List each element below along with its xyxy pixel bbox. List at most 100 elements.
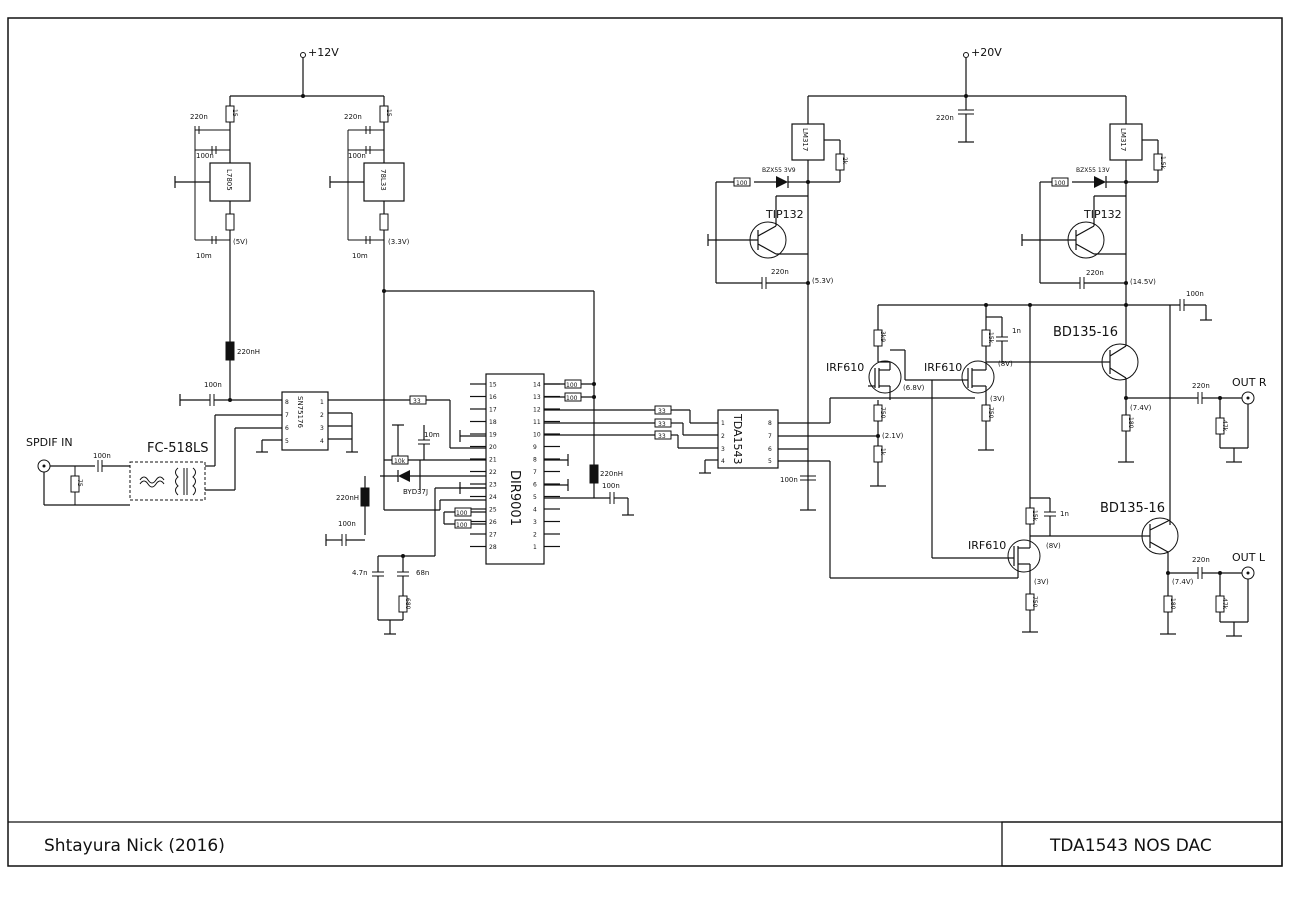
svg-text:8: 8: [768, 420, 772, 427]
svg-text:100: 100: [456, 510, 468, 517]
svg-text:1n: 1n: [1060, 510, 1069, 518]
svg-text:5: 5: [285, 438, 289, 445]
svg-text:750: 750: [987, 407, 994, 419]
svg-text:10m: 10m: [196, 252, 212, 260]
inductor-220nh-a: [225, 341, 235, 361]
svg-text:100n: 100n: [204, 381, 222, 389]
svg-text:15: 15: [231, 109, 238, 117]
svg-text:100: 100: [1054, 180, 1066, 187]
tda1543-label: TDA1543: [731, 413, 744, 465]
svg-text:1.5k: 1.5k: [1159, 156, 1166, 170]
svg-text:47k: 47k: [1221, 598, 1228, 610]
dir9001-pin-number: 6: [533, 482, 537, 489]
transformer-label: FC-518LS: [147, 441, 209, 456]
svg-text:8: 8: [285, 399, 289, 406]
rail-20v-terminal: [963, 52, 969, 58]
svg-text:(2.1V): (2.1V): [882, 432, 904, 440]
svg-text:220n: 220n: [1192, 556, 1210, 564]
dir9001-label: DIR9001: [507, 470, 522, 526]
svg-text:(6.8V): (6.8V): [903, 384, 925, 392]
dir9001-pin-number: 28: [489, 544, 497, 551]
irf610-c-label: IRF610: [968, 539, 1006, 552]
svg-text:220nH: 220nH: [600, 470, 623, 478]
svg-text:7: 7: [768, 433, 772, 440]
dir9001-pin-number: 16: [489, 394, 497, 401]
svg-text:33: 33: [658, 408, 666, 415]
l7805-regulator: [209, 162, 251, 202]
svg-text:6: 6: [768, 446, 772, 453]
78l33-label: 78L33: [379, 169, 387, 191]
dir9001-pin-number: 9: [533, 444, 537, 451]
svg-text:100n: 100n: [196, 152, 214, 160]
author-label: Shtayura Nick (2016): [44, 836, 225, 856]
irf610-b-label: IRF610: [924, 361, 962, 374]
svg-text:100n: 100n: [1186, 290, 1204, 298]
svg-text:2k: 2k: [841, 157, 848, 165]
svg-text:100n: 100n: [780, 476, 798, 484]
title-block: [1001, 821, 1283, 867]
dir9001-pin-number: 2: [533, 532, 537, 539]
svg-text:220n: 220n: [1192, 382, 1210, 390]
svg-text:750: 750: [1031, 596, 1038, 608]
c220n-label-a: 220n: [190, 113, 208, 121]
dir9001-pin-number: 22: [489, 469, 497, 476]
svg-text:(3V): (3V): [990, 395, 1005, 403]
svg-text:(3V): (3V): [1034, 578, 1049, 586]
dir9001-pin-number: 24: [489, 494, 497, 501]
svg-text:(7.4V): (7.4V): [1172, 578, 1194, 586]
l7805-label: L7805: [225, 169, 233, 191]
tip132-a-label: TIP132: [765, 208, 804, 221]
inductor-220nh-c: [589, 464, 599, 484]
svg-text:(5V): (5V): [233, 238, 248, 246]
svg-text:4: 4: [721, 458, 725, 465]
sn75176-ic: [281, 391, 329, 451]
svg-text:100n: 100n: [93, 452, 111, 460]
dir9001-pin-number: 27: [489, 532, 497, 539]
svg-text:6: 6: [285, 425, 289, 432]
svg-text:15k: 15k: [987, 332, 994, 344]
fc518ls-transformer: [129, 461, 206, 501]
svg-text:220n: 220n: [1086, 269, 1104, 277]
rail-12v-terminal: [300, 52, 306, 58]
svg-text:(7.4V): (7.4V): [1130, 404, 1152, 412]
svg-text:220nH: 220nH: [237, 348, 260, 356]
svg-text:220n: 220n: [344, 113, 362, 121]
svg-text:3: 3: [320, 425, 324, 432]
svg-text:1: 1: [320, 399, 324, 406]
title-label: TDA1543 NOS DAC: [1049, 836, 1212, 856]
svg-text:10m: 10m: [352, 252, 368, 260]
svg-text:750: 750: [879, 407, 886, 419]
dir9001-pin-number: 7: [533, 469, 537, 476]
dir9001-pin-number: 18: [489, 419, 497, 426]
dir9001-pin-number: 17: [489, 407, 497, 414]
svg-text:180: 180: [1169, 598, 1176, 610]
dir9001-pin-number: 25: [489, 507, 497, 514]
svg-text:(14.5V): (14.5V): [1130, 278, 1156, 286]
sheet-border: [7, 17, 1283, 867]
svg-text:LM317: LM317: [801, 128, 809, 151]
svg-text:15k: 15k: [1031, 510, 1038, 522]
spdif-in-label: SPDIF IN: [26, 436, 73, 449]
rail-12v-label: +12V: [308, 46, 339, 59]
sn75176-label: SN75176: [296, 396, 304, 428]
lm317-a: [791, 123, 825, 161]
svg-text:33: 33: [413, 398, 421, 405]
bd135-b-label: BD135-16: [1100, 501, 1165, 516]
svg-text:(3.3V): (3.3V): [388, 238, 410, 246]
svg-text:(5.3V): (5.3V): [812, 277, 834, 285]
svg-text:5: 5: [768, 458, 772, 465]
svg-text:75: 75: [76, 479, 83, 487]
svg-text:100: 100: [736, 180, 748, 187]
svg-text:100: 100: [456, 522, 468, 529]
dir9001-pins: 1516171819202122232425262728141312111098…: [470, 382, 560, 551]
dir9001-pin-number: 20: [489, 444, 497, 451]
svg-text:BZX55 3V9: BZX55 3V9: [762, 167, 796, 174]
svg-text:BYD37J: BYD37J: [403, 488, 428, 496]
dir9001-pin-number: 21: [489, 457, 497, 464]
rail-20v-label: +20V: [971, 46, 1002, 59]
svg-text:15: 15: [385, 109, 392, 117]
78l33-regulator: [363, 162, 405, 202]
dir9001-pin-number: 5: [533, 494, 537, 501]
out-l-label: OUT L: [1232, 551, 1266, 564]
